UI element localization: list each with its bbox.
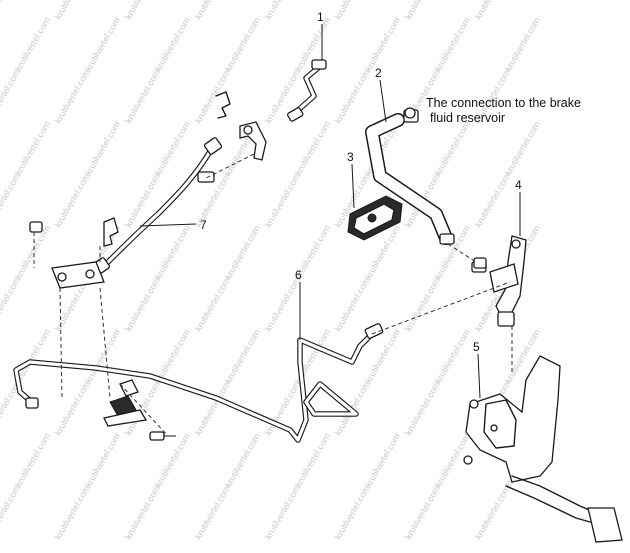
- watermark-text: krutilvertel.com: [53, 68, 92, 125]
- callout-2: 2: [375, 66, 382, 80]
- part-7-hose: [91, 137, 223, 275]
- part-3-damper: [347, 195, 403, 241]
- callout-3: 3: [347, 150, 354, 164]
- clip-reservoir: [404, 107, 487, 269]
- bracket-upper: [215, 91, 267, 161]
- watermark-text: krutilvertel.com: [333, 276, 372, 333]
- watermark-text: krutilvertel.com: [333, 0, 372, 21]
- watermark-text: krutilvertel.com: [433, 328, 472, 385]
- watermark-text: krutilvertel.com: [403, 380, 442, 437]
- watermark-text: krutilvertel.com: [13, 16, 52, 73]
- watermark-text: krutilvertel.com: [123, 484, 162, 541]
- watermark-text: krutilvertel.com: [53, 172, 92, 229]
- watermark-text: krutilvertel.com: [363, 16, 402, 73]
- watermark-text: krutilvertel.com: [53, 484, 92, 541]
- watermark-text: krutilvertel.com: [153, 120, 192, 177]
- leader-lines: [139, 24, 521, 399]
- watermark-text: krutilvertel.com: [403, 276, 442, 333]
- watermark-text: krutilvertel.com: [223, 16, 262, 73]
- watermark-text: krutilvertel.com: [333, 484, 372, 541]
- watermark-text: krutilvertel.com: [263, 172, 302, 229]
- part-1-tube: [287, 59, 327, 122]
- watermark-text: krutilvertel.com: [223, 432, 262, 489]
- watermark-text: krutilvertel.com: [263, 484, 302, 541]
- watermark-text: krutilvertel.com: [83, 120, 122, 177]
- watermark-text: krutilvertel.com: [123, 68, 162, 125]
- callout-5: 5: [473, 340, 480, 354]
- watermark-text: krutilvertel.com: [473, 172, 512, 229]
- watermark-text: krutilvertel.com: [0, 276, 22, 333]
- part-6-brake-line: [13, 323, 384, 443]
- assembly-lines: [33, 153, 513, 437]
- watermark-text: krutilvertel.com: [83, 432, 122, 489]
- watermark-text: krutilvertel.com: [153, 224, 192, 281]
- watermark-text: krutilvertel.com: [193, 276, 232, 333]
- watermark-text: krutilvertel.com: [123, 0, 162, 21]
- watermark-text: krutilvertel.com: [193, 0, 232, 21]
- watermark-text: krutilvertel.com: [193, 484, 232, 541]
- callout-7: 7: [200, 218, 207, 232]
- watermark-text: krutilvertel.com: [193, 380, 232, 437]
- watermark-text: krutilvertel.com: [473, 484, 512, 541]
- clip-assembly: [103, 379, 176, 441]
- watermark-text: krutilvertel.com: [263, 0, 302, 21]
- watermark-text: krutilvertel.com: [0, 484, 22, 541]
- watermark-text: krutilvertel.com: [83, 328, 122, 385]
- watermark-text: krutilvertel.com: [123, 276, 162, 333]
- watermark-text: krutilvertel.com: [53, 0, 92, 21]
- watermark-text: krutilvertel.com: [433, 16, 472, 73]
- watermark-text: krutilvertel.com: [363, 432, 402, 489]
- callout-4: 4: [515, 178, 522, 192]
- watermark-text: krutilvertel.com: [503, 16, 542, 73]
- watermark-text: krutilvertel.com: [53, 380, 92, 437]
- watermark-text: krutilvertel.com: [0, 0, 22, 21]
- watermark-text: krutilvertel.com: [123, 172, 162, 229]
- watermark-text: krutilvertel.com: [473, 0, 512, 21]
- watermark-text: krutilvertel.com: [433, 120, 472, 177]
- watermark-text: krutilvertel.com: [223, 328, 262, 385]
- watermark-text: krutilvertel.com: [333, 68, 372, 125]
- watermark-text: krutilvertel.com: [83, 16, 122, 73]
- part-4-master-cylinder: [471, 235, 527, 327]
- watermark-text: krutilvertel.com: [13, 120, 52, 177]
- watermark-text: krutilvertel.com: [263, 276, 302, 333]
- watermark-text: krutilvertel.com: [293, 120, 332, 177]
- note-line-1: The connection to the brake: [426, 96, 581, 110]
- watermark-text: krutilvertel.com: [403, 0, 442, 21]
- watermark-text: krutilvertel.com: [0, 172, 22, 229]
- watermark-text: krutilvertel.com: [403, 484, 442, 541]
- bracket-lower-left: [29, 221, 105, 289]
- watermark-text: krutilvertel.com: [503, 120, 542, 177]
- part-5-pedal-assembly: [463, 355, 623, 543]
- watermark-text: krutilvertel.com: [223, 224, 262, 281]
- callout-6: 6: [295, 268, 302, 282]
- watermark-text: krutilvertel.com: [0, 68, 22, 125]
- watermark-text: krutilvertel.com: [13, 432, 52, 489]
- callout-1: 1: [317, 10, 324, 24]
- note-line-2: fluid reservoir: [430, 111, 505, 125]
- watermark-text: krutilvertel.com: [153, 16, 192, 73]
